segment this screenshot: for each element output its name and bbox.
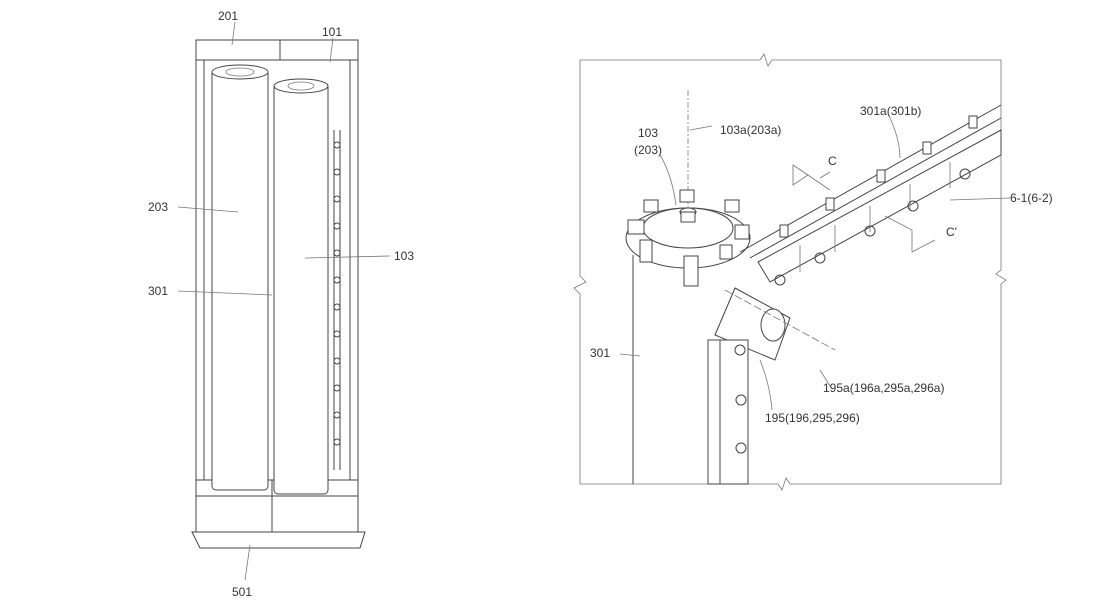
label-201: 201 (218, 9, 238, 23)
right-leader-lines (619, 117, 1011, 411)
label-195a: 195a(196a,295a,296a) (823, 381, 944, 395)
section-markers (792, 164, 936, 253)
label-203-right: (203) (634, 143, 662, 157)
label-301: 301 (148, 284, 168, 298)
gear-103 (625, 189, 751, 287)
left-leader-lines (177, 21, 391, 581)
label-301a: 301a(301b) (860, 104, 921, 118)
label-203: 203 (148, 200, 168, 214)
detail-frame (573, 53, 1007, 491)
roller-103-top (273, 78, 329, 94)
cabinet-base-501 (191, 531, 366, 549)
left-figure-cabinet: 201 101 203 301 103 501 (148, 9, 414, 599)
label-501: 501 (232, 585, 252, 599)
right-figure-detail: 103 (203) 103a(203a) 301a(301b) C 6-1(6-… (573, 53, 1053, 491)
label-301-right: 301 (590, 346, 610, 360)
label-6-1: 6-1(6-2) (1010, 191, 1053, 205)
belt-301a (739, 104, 1002, 286)
label-103: 103 (394, 249, 414, 263)
label-section-c: C (828, 154, 837, 168)
roller-103-cap (287, 81, 315, 91)
roller-103 (273, 83, 329, 495)
roller-203 (211, 69, 269, 491)
label-103-right: 103 (638, 126, 658, 140)
joint-195 (707, 287, 836, 485)
belt-301-teeth (333, 130, 341, 470)
roller-203-cap (225, 67, 255, 77)
label-103a: 103a(203a) (720, 123, 781, 137)
roller-203-top (211, 64, 269, 80)
label-section-c-prime: C' (946, 225, 957, 239)
label-101: 101 (322, 25, 342, 39)
cabinet-frame-lines (196, 40, 358, 480)
label-195: 195(196,295,296) (765, 411, 860, 425)
